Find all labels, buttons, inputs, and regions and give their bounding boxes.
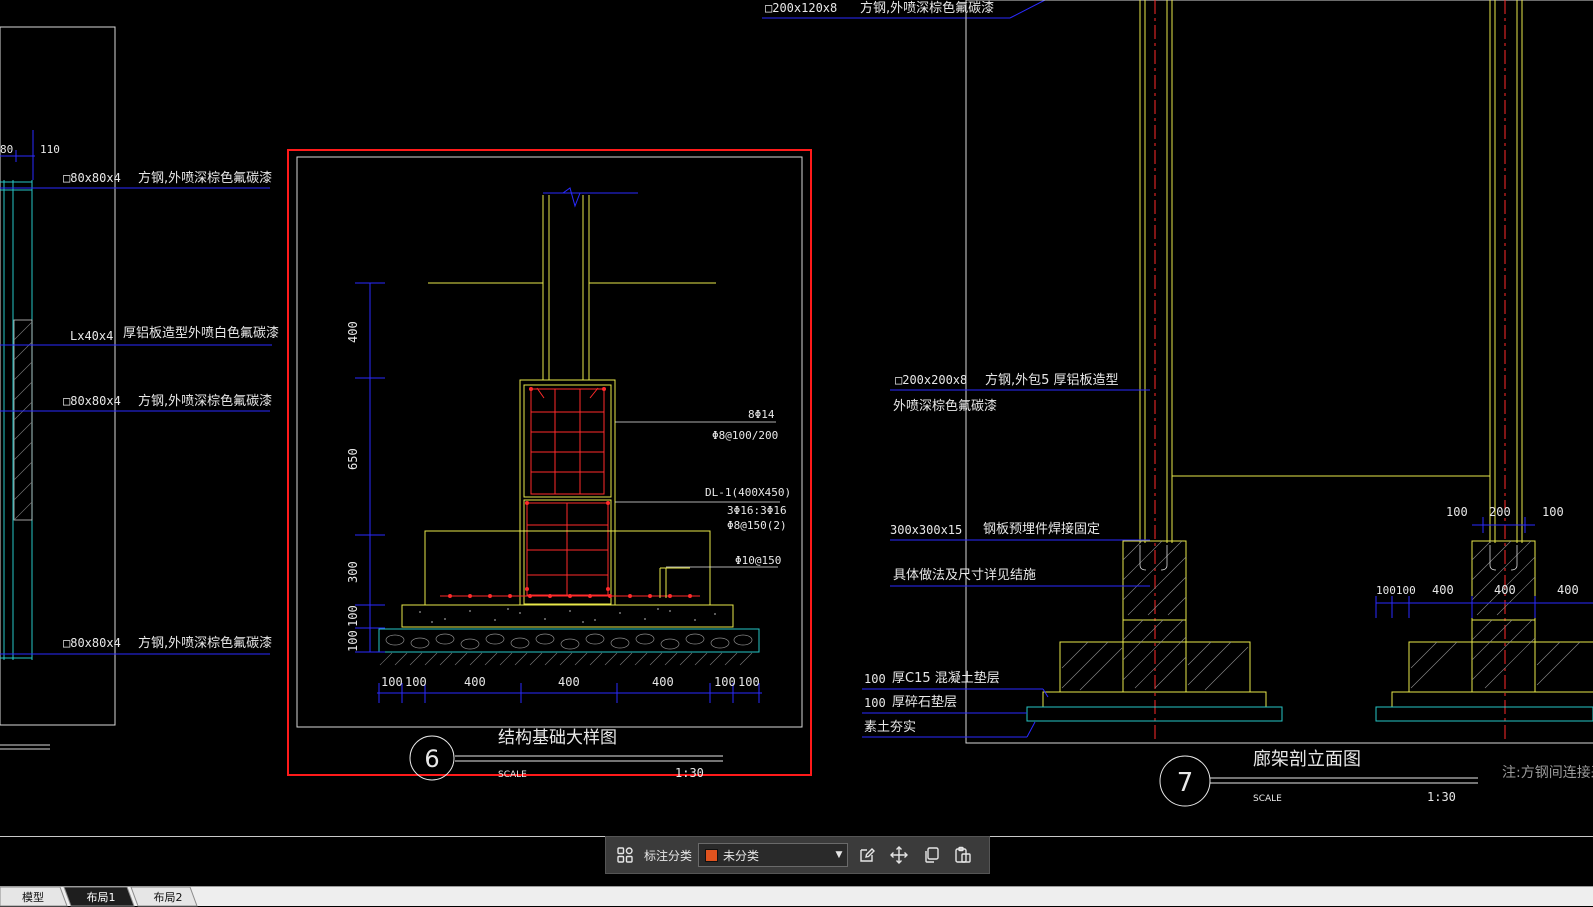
d6-note-beam-rebar: 3Φ16:3Φ16	[727, 504, 787, 517]
cad-drawing-canvas[interactable]: 80 110 □80x80x4 方钢,外喷深棕色氟碳漆 Lx40x4 厚铝板造型…	[0, 0, 1593, 835]
paste-icon[interactable]	[950, 842, 976, 868]
d7-callout-3-desc: 钢板预埋件焊接固定	[983, 521, 1100, 537]
layout-tab-bar: 模型 布局1 布局2	[0, 886, 1593, 907]
d6-note-beam: DL-1(400X450)	[705, 486, 791, 499]
d6-vdim-650: 650	[346, 448, 360, 470]
d7-dim-top-3: 100	[1542, 505, 1564, 519]
d7-callout-6-spec: 100	[864, 696, 886, 710]
copy-icon[interactable]	[918, 842, 944, 868]
left-callout-3-spec: □80x80x4	[63, 394, 121, 408]
grid-icon[interactable]	[612, 842, 638, 868]
left-callout-1-desc: 方钢,外喷深棕色氟碳漆	[138, 170, 272, 186]
d6-hdim-4: 400	[558, 675, 580, 689]
d6-vdim-400: 400	[346, 321, 360, 343]
d6-hdim-3: 400	[464, 675, 486, 689]
d7-callout-6-desc: 厚碎石垫层	[892, 694, 957, 710]
d7-dim-mid-3: 400	[1494, 583, 1516, 597]
left-dim-110: 110	[40, 143, 60, 156]
d7-dim-mid-1: 100100	[1376, 584, 1416, 597]
d7-callout-3-spec: 300x300x15	[890, 523, 962, 537]
d7-dim-mid-4: 400	[1557, 583, 1579, 597]
detail-7-scale-value: 1:30	[1427, 790, 1456, 804]
d6-vdim-100a: 100	[346, 605, 360, 627]
tab-layout2[interactable]: 布局2	[153, 890, 183, 904]
top-callout-desc: 方钢,外喷深棕色氟碳漆	[860, 0, 994, 16]
foundation-detail-drawing	[355, 187, 780, 781]
top-callout-spec: □200x120x8	[765, 1, 837, 15]
detail-7-section-elevation	[862, 0, 1593, 807]
edit-icon[interactable]	[854, 842, 880, 868]
d6-note-beam-stirrup: Φ8@150(2)	[727, 519, 787, 532]
d6-hdim-1: 100	[381, 675, 403, 689]
left-callout-4-spec: □80x80x4	[63, 636, 121, 650]
d7-callout-1-spec: □200x200x8	[895, 373, 967, 387]
move-icon[interactable]	[886, 842, 912, 868]
d7-callout-7-desc: 素土夯实	[864, 720, 916, 735]
detail-6-scale-label: SCALE	[498, 770, 527, 780]
left-callout-1-spec: □80x80x4	[63, 171, 121, 185]
d6-note-main-rebar: 8Φ14	[748, 408, 775, 421]
d7-dim-top-2: 200	[1489, 505, 1511, 519]
tab-layout1[interactable]: 布局1	[86, 890, 116, 904]
d6-vdim-100b: 100	[346, 630, 360, 652]
d7-dim-top-1: 100	[1446, 505, 1468, 519]
d6-hdim-7: 100	[738, 675, 760, 689]
category-label: 标注分类	[644, 848, 693, 863]
d6-note-footing-rebar: Φ10@150	[735, 554, 781, 567]
category-dropdown[interactable]: 未分类 ▼	[698, 843, 849, 867]
detail-7-scale-label: SCALE	[1253, 794, 1282, 804]
category-selected-value: 未分类	[723, 848, 760, 863]
annotation-toolbar: 标注分类 未分类 ▼	[605, 836, 990, 874]
detail-6-scale-value: 1:30	[675, 766, 704, 780]
left-callout-4-desc: 方钢,外喷深棕色氟碳漆	[138, 635, 272, 651]
left-callout-2-spec: Lx40x4	[70, 329, 113, 343]
d6-hdim-5: 400	[652, 675, 674, 689]
left-dim-80: 80	[0, 143, 13, 156]
left-callout-3-desc: 方钢,外喷深棕色氟碳漆	[138, 393, 272, 409]
detail-7-title: 廊架剖立面图	[1253, 749, 1361, 770]
detail-6-viewport[interactable]	[287, 149, 812, 776]
d7-callout-5-desc: 厚C15 混凝土垫层	[892, 670, 1000, 686]
detail-6-title: 结构基础大样图	[498, 728, 617, 748]
d6-hdim-6: 100	[714, 675, 736, 689]
d7-dim-mid-2: 400	[1432, 583, 1454, 597]
d6-note-stirrup: Φ8@100/200	[712, 429, 778, 442]
detail-6-number: 6	[424, 745, 439, 773]
d7-callout-5-spec: 100	[864, 672, 886, 686]
left-panel-elevation: 80 110	[0, 26, 272, 750]
tab-model[interactable]: 模型	[22, 890, 44, 904]
category-color-swatch	[705, 848, 719, 862]
d6-hdim-2: 100	[405, 675, 427, 689]
d7-callout-1-desc: 方钢,外包5 厚铝板造型	[985, 372, 1119, 388]
d6-vdim-300: 300	[346, 561, 360, 583]
detail-7-note: 注:方钢间连接采	[1502, 764, 1593, 781]
detail-7-number: 7	[1177, 768, 1194, 798]
d7-callout-2-desc: 外喷深棕色氟碳漆	[893, 398, 997, 414]
chevron-down-icon: ▼	[835, 850, 843, 860]
left-callout-2-desc: 厚铝板造型外喷白色氟碳漆	[123, 325, 279, 341]
d7-callout-4-desc: 具体做法及尺寸详见结施	[893, 568, 1036, 583]
